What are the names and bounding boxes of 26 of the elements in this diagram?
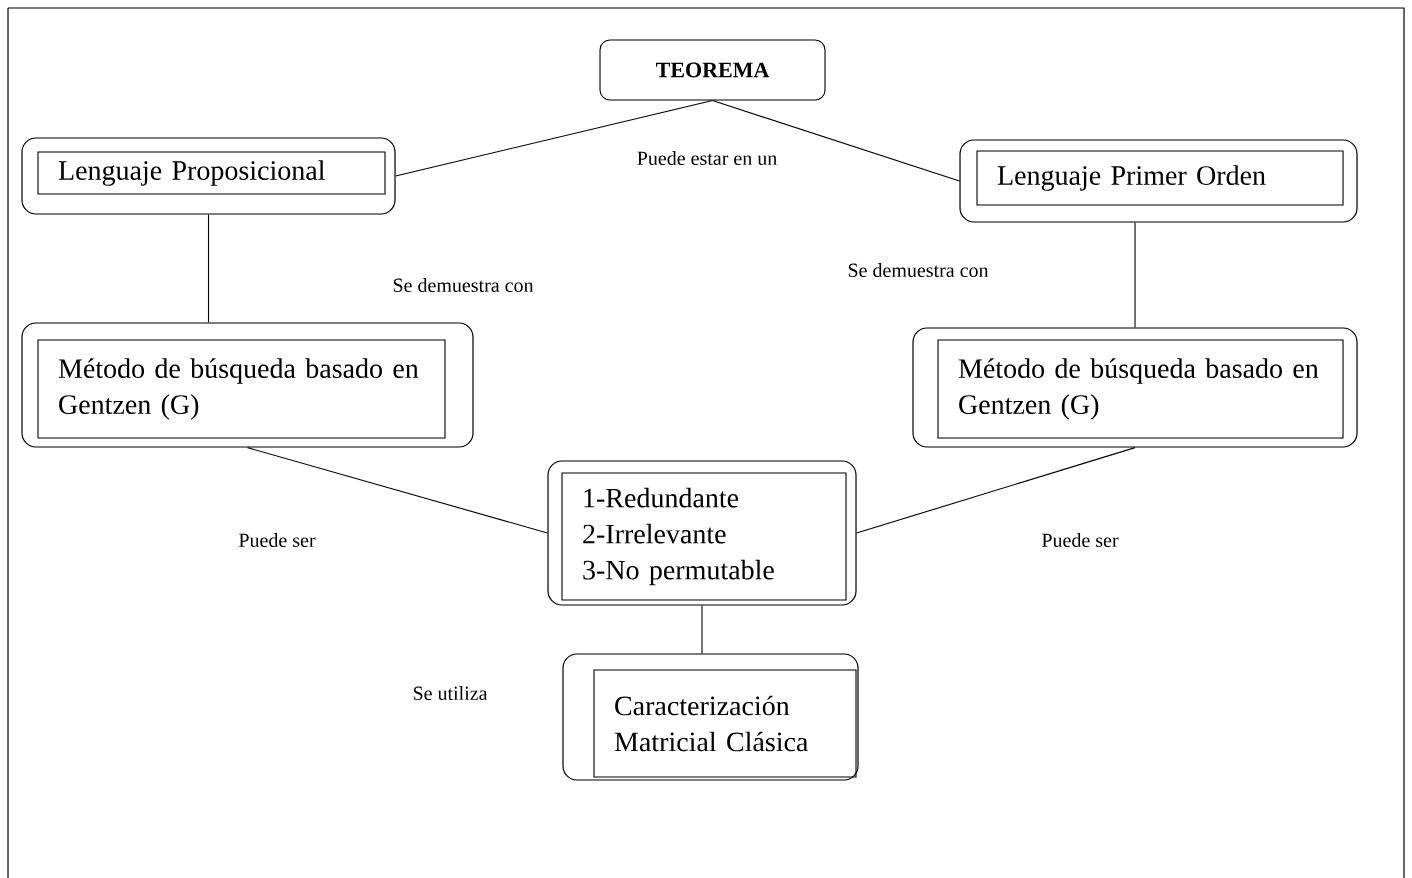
relation-label: Puede ser	[1042, 532, 1119, 548]
relation-label: Se demuestra con	[393, 277, 534, 293]
text-box: Caracterización Matricial Clásica	[593, 669, 857, 778]
connector-line	[395, 100, 714, 177]
text-box: Lenguaje Primer Orden	[976, 150, 1344, 206]
rounded-box	[21, 137, 396, 215]
rounded-box	[547, 460, 857, 606]
relation-label: Puede estar en un	[637, 150, 777, 166]
connector-line	[701, 605, 703, 654]
relation-label: Puede ser	[239, 532, 316, 548]
title-box: TEOREMA	[599, 39, 826, 101]
text-box: Método de búsqueda basado en Gentzen (G)	[37, 339, 446, 439]
connector-line	[207, 214, 210, 323]
relation-label: Se demuestra con	[848, 262, 989, 278]
connector-line	[856, 447, 1136, 534]
rounded-box	[959, 139, 1358, 223]
text-box: Lenguaje Proposicional	[37, 151, 386, 195]
text-box: 1-Redundante 2-Irrelevante 3-No permutable	[561, 472, 847, 601]
text-box: Método de búsqueda basado en Gentzen (G)	[937, 339, 1344, 439]
rounded-box	[21, 322, 474, 448]
connector-line	[246, 447, 548, 534]
rounded-box	[562, 653, 859, 781]
connector-line	[711, 100, 960, 182]
relation-label: Se utiliza	[413, 685, 488, 701]
rounded-box	[912, 327, 1358, 448]
connector-line	[1134, 222, 1136, 328]
